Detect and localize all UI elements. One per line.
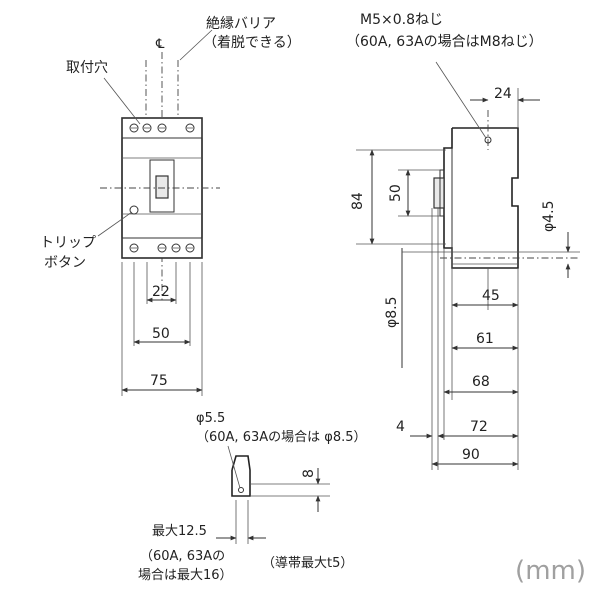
dim-4-5: φ4.5 <box>541 201 557 233</box>
trip-leader <box>97 211 133 237</box>
conductor-label: （導帯最大t5） <box>262 556 353 571</box>
hole-note-label: （60A, 63Aの場合は φ8.5） <box>196 430 367 445</box>
screw-label: M5×0.8ねじ <box>360 12 443 28</box>
dim-4: 4 <box>396 419 405 435</box>
dim-61: 61 <box>476 331 494 347</box>
max-width-label: 最大12.5 <box>152 524 207 539</box>
centerline-symbol: ℄ <box>155 37 165 52</box>
terminal-screws-bottom <box>129 243 195 253</box>
terminal-strip-bottom <box>121 237 203 259</box>
terminal-hole <box>238 487 244 493</box>
dim-72: 72 <box>470 419 488 435</box>
side-view <box>356 61 580 470</box>
terminal-strip-top <box>121 117 203 139</box>
front-view <box>97 29 220 396</box>
dim-84: 84 <box>350 192 366 210</box>
side-handle <box>433 177 445 209</box>
barrier-leader <box>179 29 213 61</box>
max-note-label-1: （60A, 63Aの <box>140 549 225 564</box>
breaker-side-body <box>443 127 519 269</box>
max-note-label-2: 場合は最大16） <box>138 568 233 583</box>
dim-50-front: 50 <box>152 326 170 342</box>
terminal-detail <box>216 445 330 544</box>
dim-22: 22 <box>152 284 170 300</box>
dim-68: 68 <box>472 374 490 390</box>
breaker-handle-frame <box>149 159 175 213</box>
terminal-lug <box>231 455 251 497</box>
trip-button-label-2: ボタン <box>44 255 86 271</box>
dim-75: 75 <box>150 373 168 389</box>
dim-8: 8 <box>301 469 317 478</box>
dim-8-5: φ8.5 <box>384 297 400 329</box>
trip-button <box>129 205 139 215</box>
barrier-label: 絶縁バリア <box>206 16 276 32</box>
trip-button-label-1: トリップ <box>40 235 96 251</box>
dim-45: 45 <box>482 288 500 304</box>
hole-leader <box>227 445 241 489</box>
mount-hole-leader <box>103 77 141 125</box>
mount-hole-label: 取付穴 <box>66 60 108 76</box>
hole-label: φ5.5 <box>196 411 225 426</box>
screw-note-label: （60A, 63Aの場合はM8ねじ） <box>346 34 543 50</box>
dim-90: 90 <box>462 447 480 463</box>
unit-label: (mm) <box>515 556 586 586</box>
breaker-handle <box>155 175 169 199</box>
screw-leader <box>435 61 487 139</box>
terminal-screws-top <box>129 123 195 133</box>
barrier-sub-label: （着脱できる） <box>203 35 301 51</box>
dim-24: 24 <box>494 86 512 102</box>
dim-50-side: 50 <box>388 184 404 202</box>
